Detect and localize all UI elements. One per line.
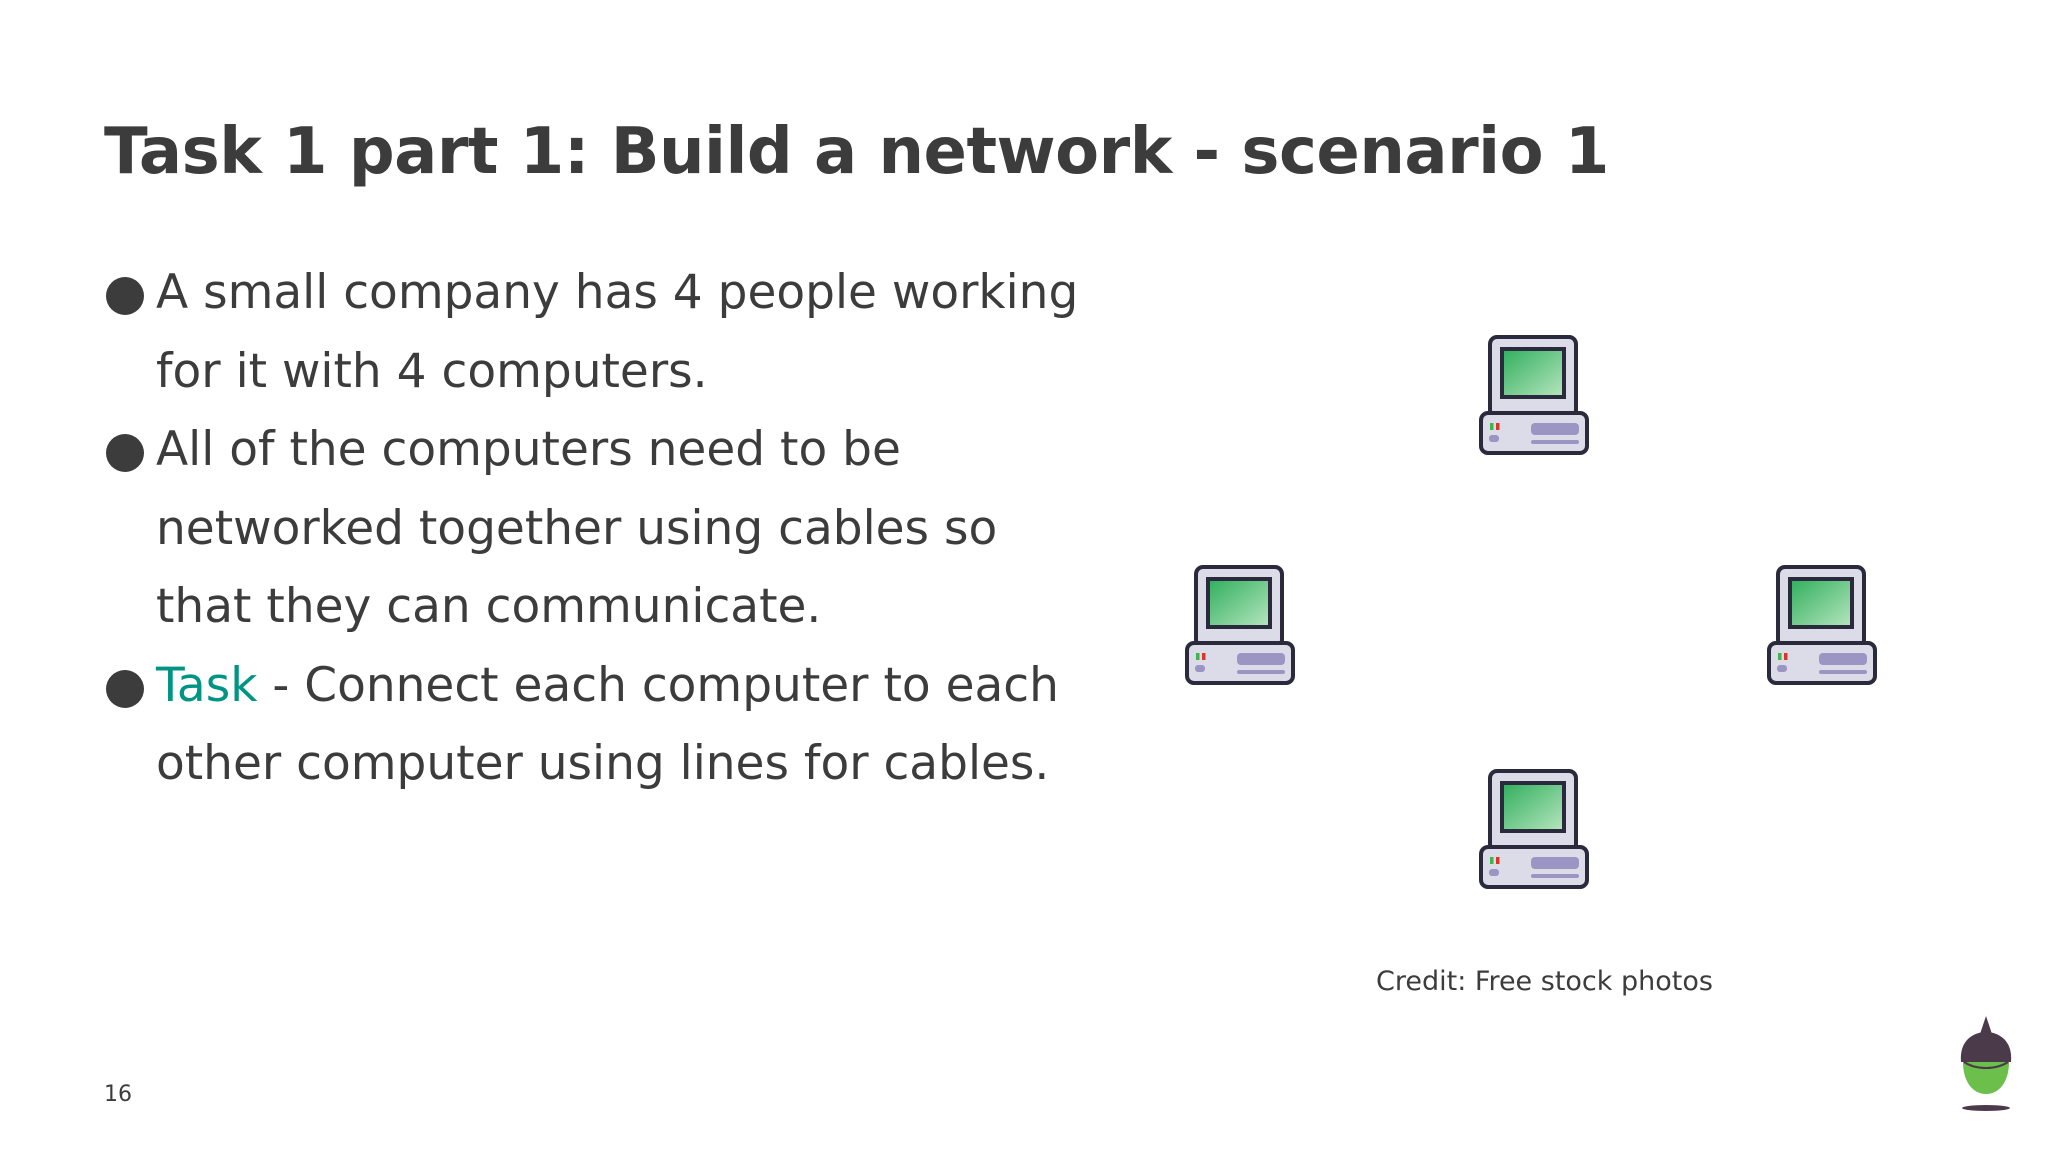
bullet-text: All of the computers need to be networke…	[156, 422, 998, 634]
acorn-logo-icon	[1960, 1016, 2012, 1111]
bullet-item: Task - Connect each computer to each oth…	[104, 647, 1084, 804]
bullet-item: All of the computers need to be networke…	[104, 411, 1084, 647]
bullet-dot-icon	[106, 434, 144, 472]
bullet-list: A small company has 4 people working for…	[104, 254, 1084, 804]
desktop-computer-icon	[1767, 565, 1877, 685]
page-number: 16	[104, 1082, 132, 1107]
bullet-dot-icon	[106, 277, 144, 315]
bullet-dot-icon	[106, 669, 144, 708]
desktop-computer-icon	[1185, 565, 1295, 685]
desktop-computer-icon	[1479, 335, 1589, 455]
image-credit: Credit: Free stock photos	[1376, 966, 1713, 997]
task-highlight: Task	[156, 657, 258, 713]
bullet-text: A small company has 4 people working for…	[156, 265, 1079, 399]
bullet-text: - Connect each computer to each other co…	[156, 657, 1059, 792]
slide-title: Task 1 part 1: Build a network - scenari…	[104, 115, 1609, 189]
desktop-computer-icon	[1479, 769, 1589, 889]
bullet-item: A small company has 4 people working for…	[104, 254, 1084, 411]
